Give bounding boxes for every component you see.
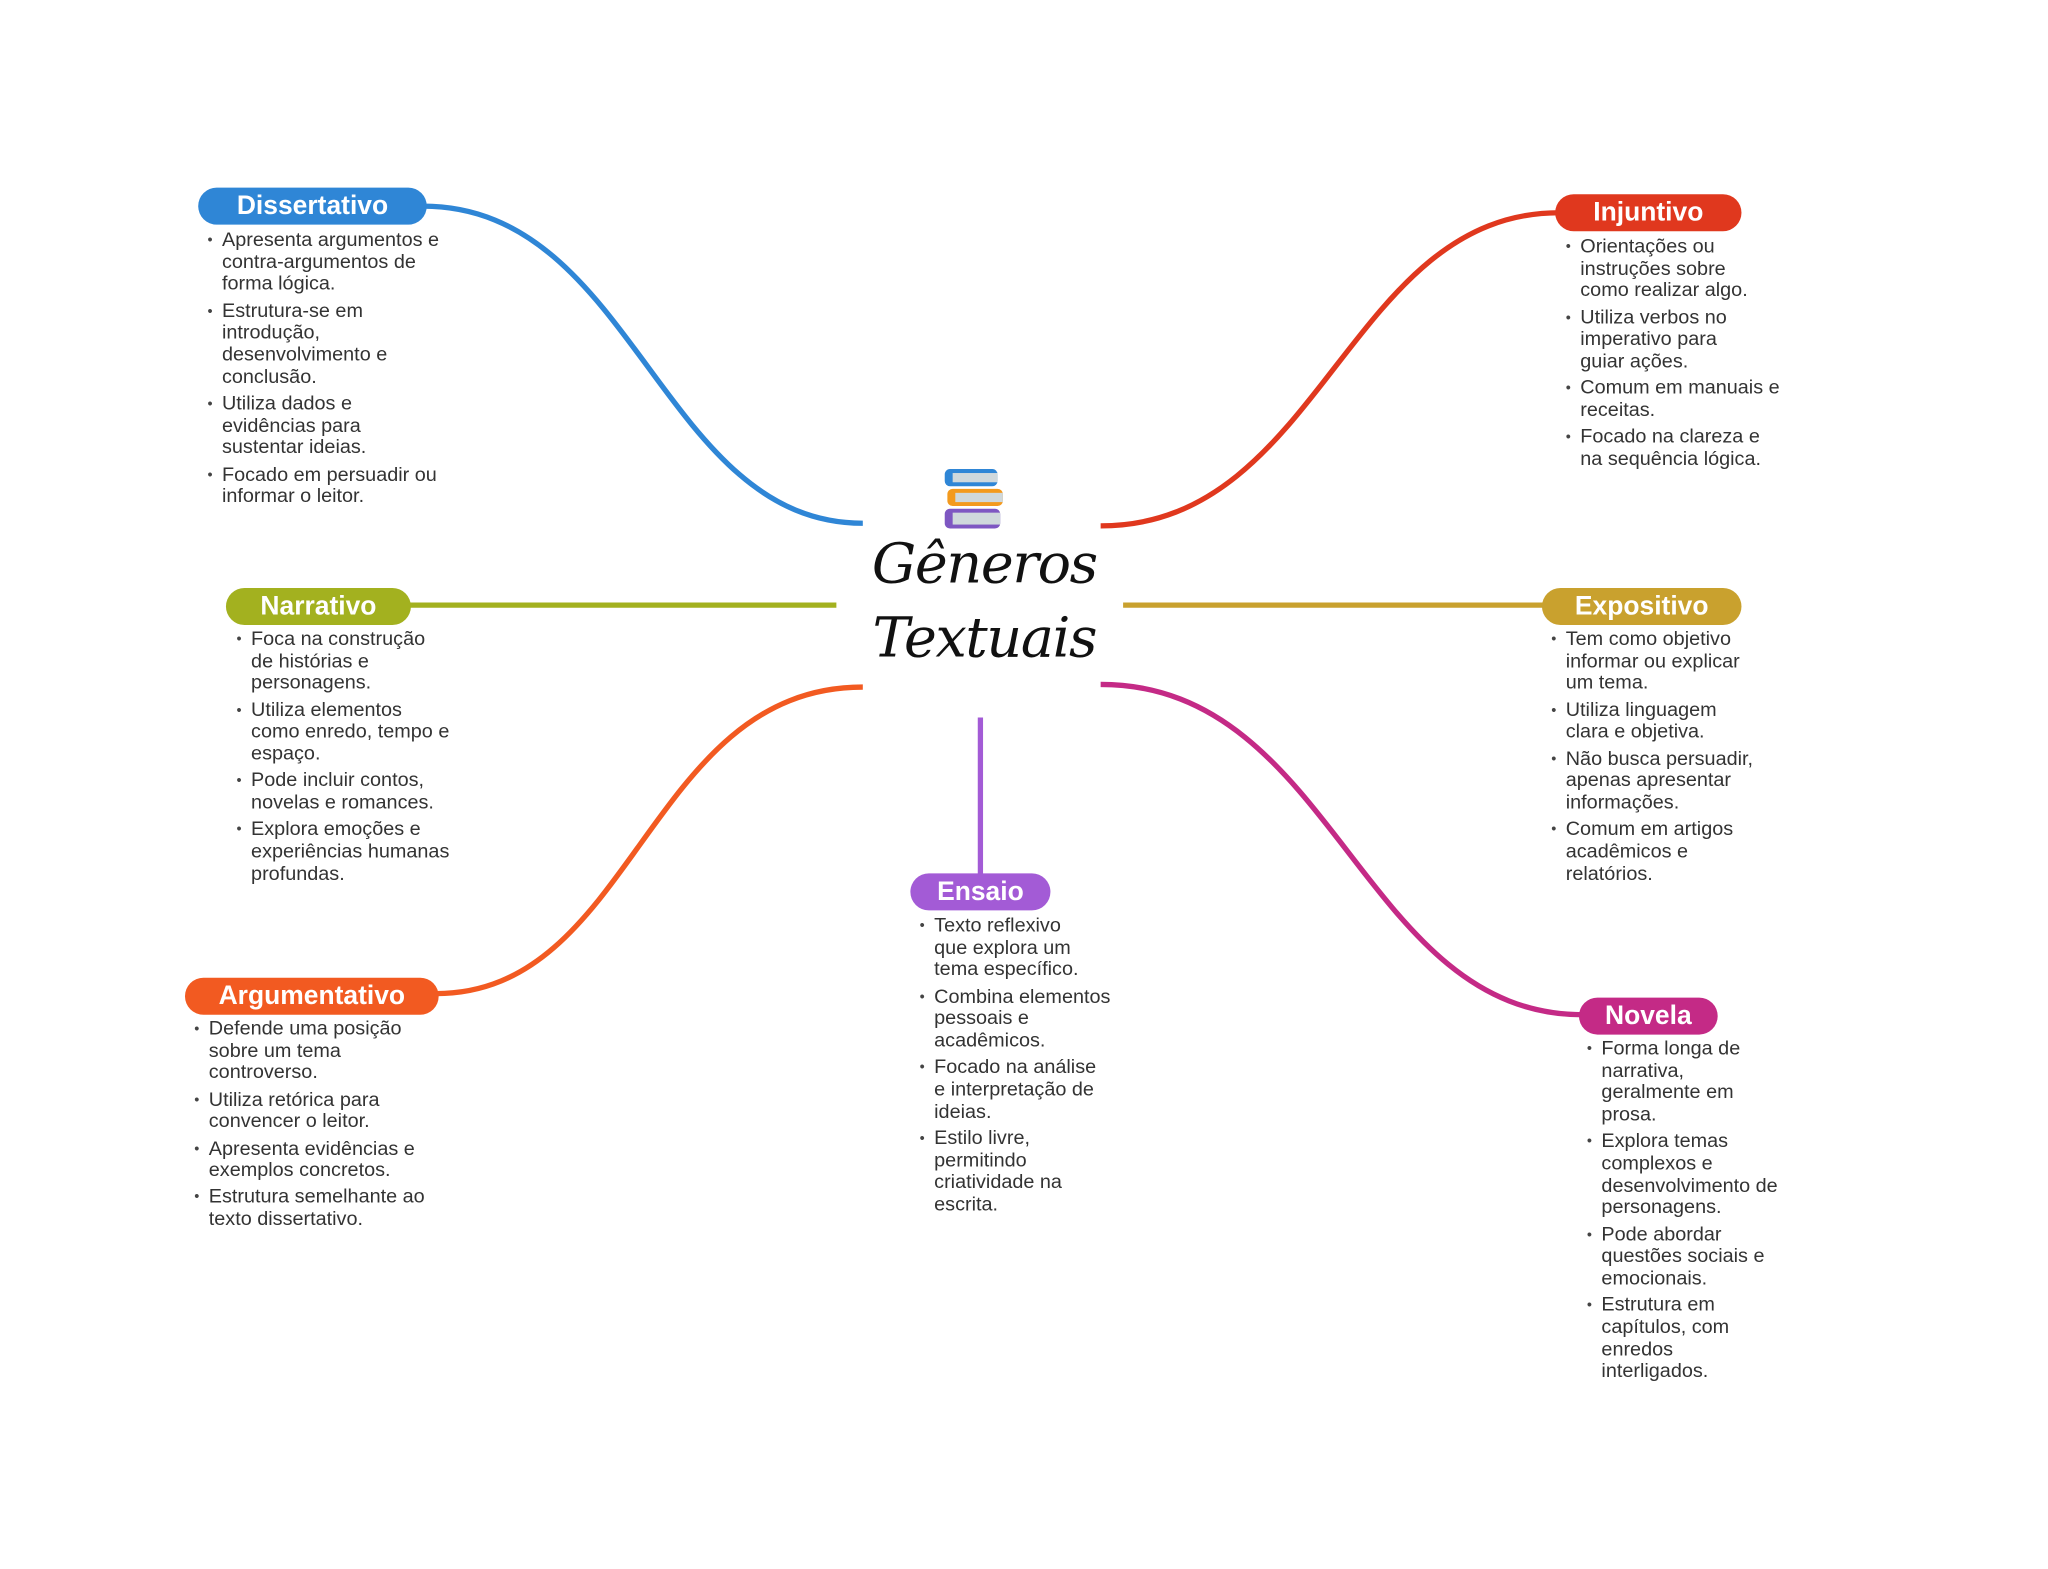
expositivo-details: Tem como objetivo informar ou explicar u… <box>1551 628 1753 890</box>
topic-dissertativo[interactable]: Dissertativo <box>198 187 427 225</box>
topic-novela[interactable]: Novela <box>1578 997 1718 1035</box>
list-item: Utiliza dados e evidências para sustenta… <box>207 392 439 460</box>
ensaio-details: Texto reflexivo que explora um tema espe… <box>920 915 1111 1221</box>
list-item: Estrutura-se em introdução, desenvolvime… <box>207 300 439 389</box>
list-item: Combina elementos pessoais e acadêmicos. <box>920 985 1111 1052</box>
central-title-line2: Textuais <box>872 605 1098 670</box>
list-item: Estrutura em capítulos, com enredos inte… <box>1587 1294 1778 1383</box>
list-item: Orientações ou instruções sobre como rea… <box>1566 235 1780 303</box>
injuntivo-details: Orientações ou instruções sobre como rea… <box>1566 235 1780 476</box>
dissertativo-details: Apresenta argumentos e contra-argumentos… <box>207 229 439 513</box>
list-item: Focado na clareza e na sequência lógica. <box>1566 426 1780 471</box>
connector-injuntivo <box>1100 210 1560 529</box>
list-item: Forma longa de narrativa, geralmente em … <box>1587 1037 1778 1127</box>
list-item: Foca na construção de histórias e person… <box>237 628 450 695</box>
list-item: Comum em manuais e receitas. <box>1566 377 1780 422</box>
connector-novela <box>1100 681 1583 1018</box>
topic-argumentativo[interactable]: Argumentativo <box>184 977 439 1015</box>
list-item: Estrutura semelhante ao texto dissertati… <box>194 1186 424 1231</box>
narrativo-details: Foca na construção de histórias e person… <box>237 628 450 890</box>
connector-argumentativo <box>436 684 863 997</box>
argumentativo-details: Defende uma posição sobre um tema contro… <box>194 1018 424 1236</box>
list-item: Focado em persuadir ou informar o leitor… <box>207 463 439 508</box>
list-item: Focado na análise e interpretação de ide… <box>920 1056 1111 1123</box>
list-item: Apresenta argumentos e contra-argumentos… <box>207 229 439 296</box>
topic-narrativo[interactable]: Narrativo <box>225 587 411 625</box>
topic-expositivo[interactable]: Expositivo <box>1541 587 1742 625</box>
list-item: Comum em artigos acadêmicos e relatórios… <box>1551 818 1753 885</box>
topic-injuntivo[interactable]: Injuntivo <box>1555 194 1742 232</box>
central-title-line1: Gêneros <box>871 531 1098 596</box>
list-item: Não busca persuadir, apenas apresentar i… <box>1551 747 1753 815</box>
list-item: Defende uma posição sobre um tema contro… <box>194 1018 424 1085</box>
list-item: Explora emoções e experiências humanas p… <box>237 818 450 885</box>
list-item: Utiliza linguagem clara e objetiva. <box>1551 699 1753 744</box>
list-item: Utiliza verbos no imperativo para guiar … <box>1566 306 1780 373</box>
list-item: Estilo livre, permitindo criatividade na… <box>920 1127 1111 1216</box>
list-item: Utiliza elementos como enredo, tempo e e… <box>237 699 450 766</box>
list-item: Pode incluir contos, novelas e romances. <box>237 769 450 815</box>
connector-dissertativo <box>422 203 863 526</box>
list-item: Apresenta evidências e exemplos concreto… <box>194 1137 424 1182</box>
list-item: Texto reflexivo que explora um tema espe… <box>920 915 1111 982</box>
novela-details: Forma longa de narrativa, geralmente em … <box>1587 1037 1778 1389</box>
list-item: Pode abordar questões sociais e emociona… <box>1587 1223 1778 1290</box>
list-item: Utiliza retórica para convencer o leitor… <box>194 1088 424 1134</box>
topic-ensaio[interactable]: Ensaio <box>910 873 1051 911</box>
list-item: Explora temas complexos e desenvolviment… <box>1587 1130 1778 1219</box>
books-stack-icon <box>944 469 1003 529</box>
list-item: Tem como objetivo informar ou explicar u… <box>1551 628 1753 695</box>
